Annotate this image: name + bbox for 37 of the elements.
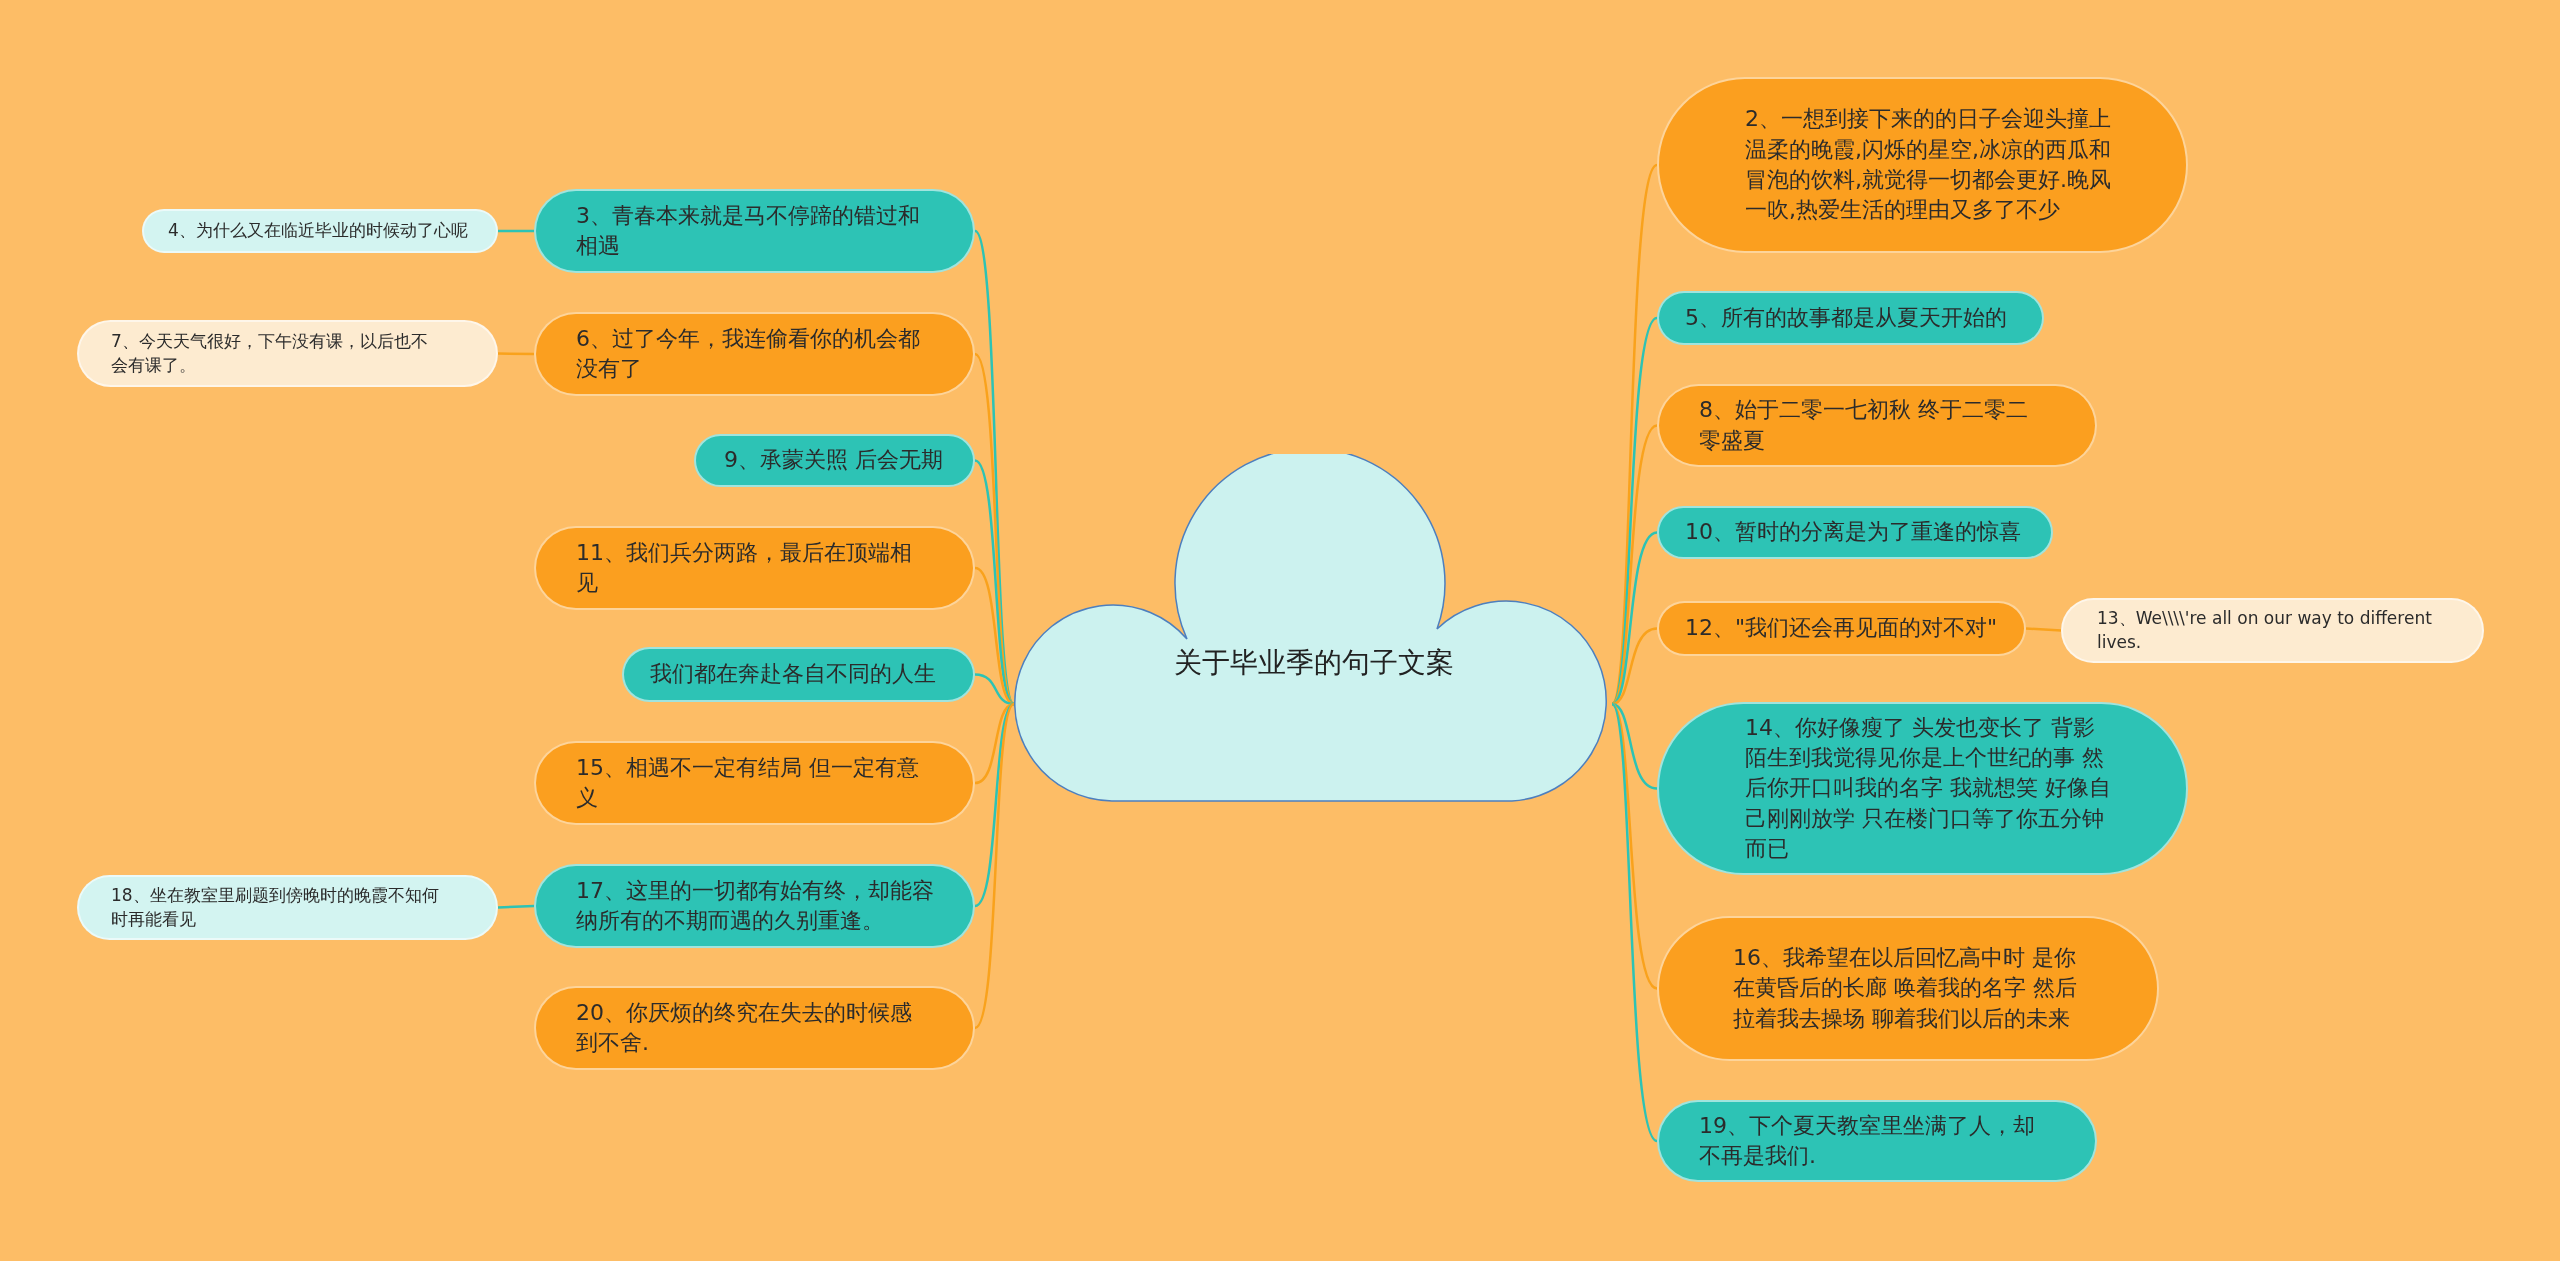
branch-line [974,353,1015,705]
topic-pill: 9、承蒙关照 后会无期 [694,434,975,487]
topic-pill: 5、所有的故事都是从夏天开始的 [1657,291,2044,345]
branch-line [498,352,534,356]
branch-line [1610,703,1658,1142]
branch-line [1611,424,1658,705]
branch-line [974,703,1015,1029]
topic-pill: 2、一想到接下来的的日子会迎头撞上温柔的晚霞,闪烁的星空,冰凉的西瓜和冒泡的饮料,就觉得一切都会更好.晚风一吹,热爱生活的理由又多了不少 [1657,77,2188,253]
topic-pill: 19、下个夏天教室里坐满了人，却不再是我们. [1657,1100,2097,1182]
branch-line [1611,703,1658,990]
topic-pill: 20、你厌烦的终究在失去的时候感到不舍. [534,986,975,1070]
branch-line [974,566,1015,706]
topic-pill: 10、暂时的分离是为了重逢的惊喜 [1657,506,2053,559]
topic-pill: 3、青春本来就是马不停蹄的错过和相遇 [534,189,975,273]
topic-pill: 16、我希望在以后回忆高中时 是你在黄昏后的长廊 唤着我的名字 然后拉着我去操场 聊着我们以后的未来 [1657,916,2159,1061]
topic-pill: 11、我们兵分两路，最后在顶端相见 [534,526,975,610]
branch-line [497,904,535,909]
branch-line [1611,627,1658,706]
branch-line [1610,317,1658,705]
topic-pill: 8、始于二零一七初秋 终于二零二零盛夏 [1657,384,2097,467]
topic-pill: 12、"我们还会再见面的对不对" [1657,601,2026,656]
topic-pill: 15、相遇不一定有结局 但一定有意义 [534,741,975,825]
branch-line [1610,164,1659,705]
subtopic-pill: 4、为什么又在临近毕业的时候动了心呢 [142,209,498,253]
topic-pill: 6、过了今年，我连偷看你的机会都没有了 [534,312,975,396]
branch-line [974,459,1015,705]
branch-line [498,229,534,233]
topic-pill: 我们都在奔赴各自不同的人生 [622,647,975,702]
branch-line [1611,702,1658,790]
topic-pill: 17、这里的一切都有始有终，却能容纳所有的不期而遇的久别重逢。 [534,864,975,948]
branch-line [974,702,1015,785]
subtopic-pill: 18、坐在教室里刷题到傍晚时的晚霞不知何时再能看见 [77,875,498,940]
central-topic: 关于毕业季的句子文案 [1174,645,1454,682]
branch-line [2025,627,2062,632]
subtopic-pill: 7、今天天气很好，下午没有课，以后也不会有课了。 [77,320,498,387]
topic-pill: 14、你好像瘦了 头发也变长了 背影陌生到我觉得见你是上个世纪的事 然后你开口叫我的名字 我就想笑 好像自己刚刚放学 只在楼门口等了你五分钟而已 [1657,702,2188,875]
subtopic-pill: 13、We\\\\'re all on our way to different lives. [2061,598,2484,663]
